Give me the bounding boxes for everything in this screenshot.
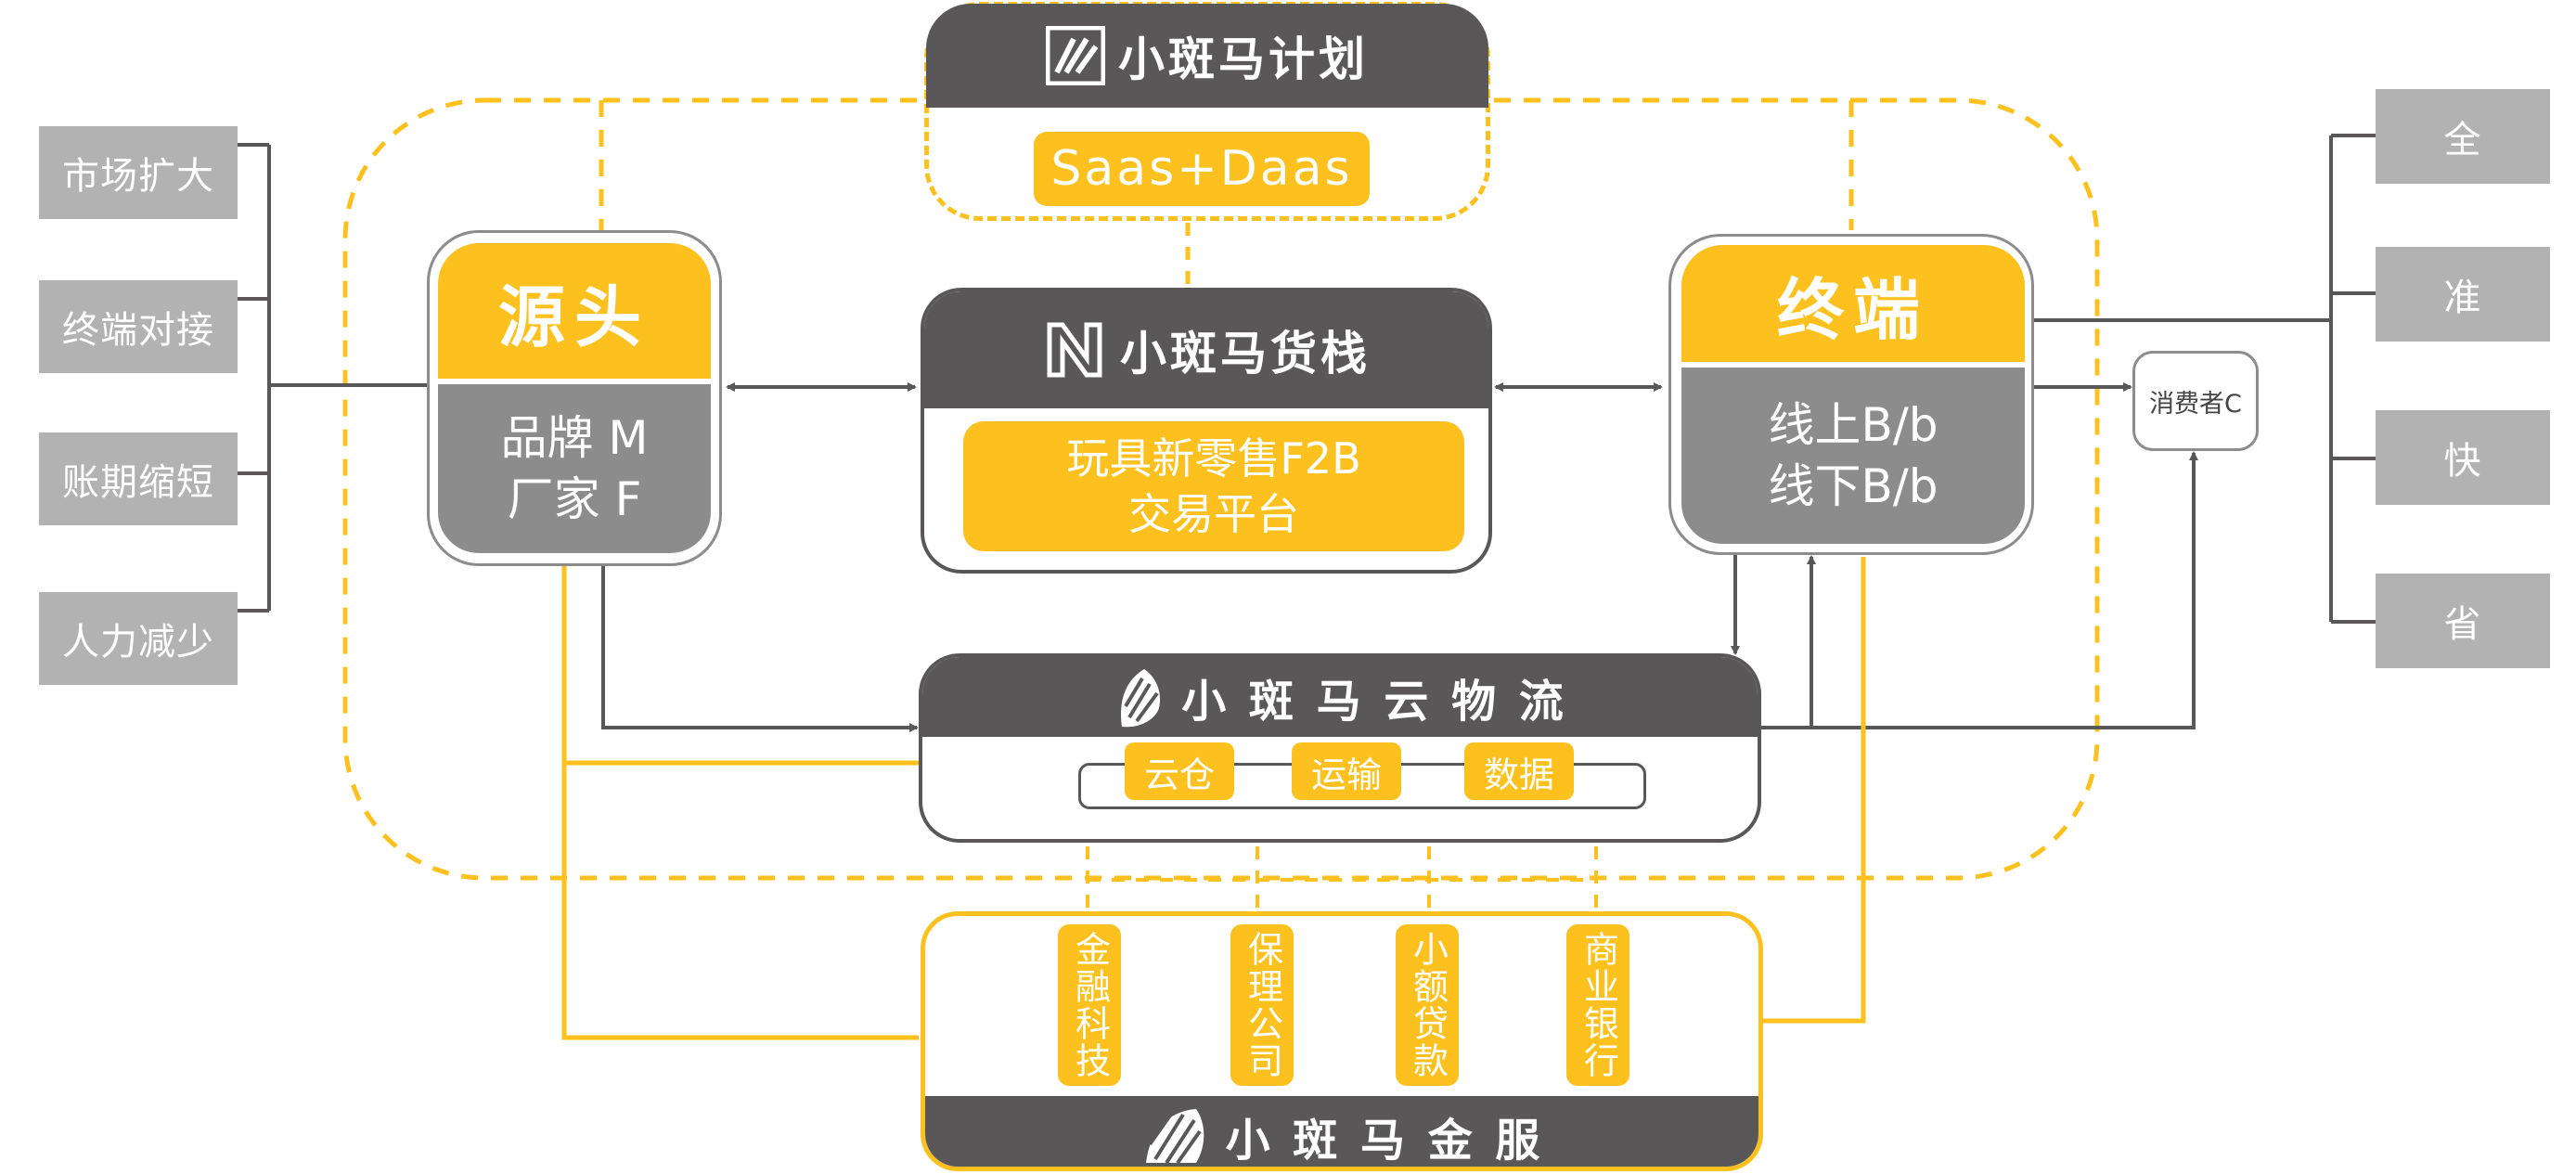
shelf-line-platform: 交易平台 (1128, 489, 1299, 539)
source-line-brand: 品牌 M (500, 411, 649, 465)
left-label-labor: 人力减少 (39, 592, 238, 685)
finance-panel: 小 斑 马 金 服 (921, 911, 1763, 1171)
right-label-accurate: 准 (2376, 247, 2550, 342)
terminal-title: 终端 (1681, 245, 2025, 368)
left-label-terminal: 终端对接 (39, 280, 238, 373)
finance-item-factoring: 保理公司 (1230, 924, 1294, 1086)
terminal-line-online: 线上B/b (1768, 398, 1938, 452)
consumer-box: 消费者C (2132, 351, 2259, 451)
tag-transport: 运输 (1292, 742, 1401, 800)
tag-cloud-warehouse: 云仓 (1125, 742, 1234, 800)
finance-item-microloan: 小额贷款 (1396, 924, 1459, 1086)
plan-subtitle: Saas+Daas (1034, 132, 1370, 206)
shelf-title: 小斑马货栈 (1120, 327, 1371, 381)
source-title: 源头 (438, 243, 711, 384)
right-label-save: 省 (2376, 574, 2550, 668)
terminal-block: 终端 线上B/b 线下B/b (1681, 245, 2025, 544)
zebra-logo-icon (1046, 26, 1105, 85)
plan-title: 小斑马计划 (1118, 32, 1369, 86)
left-label-market: 市场扩大 (39, 126, 238, 219)
logistics-panel: 小 斑 马 云 物 流 (919, 653, 1761, 843)
zebra-stripes-icon (1145, 1109, 1204, 1165)
source-line-factory: 厂家 F (507, 472, 642, 526)
right-label-fast: 快 (2376, 410, 2550, 505)
logistics-title: 小 斑 马 云 物 流 (1181, 676, 1567, 728)
finance-item-fintech: 金融科技 (1058, 924, 1121, 1086)
shelf-platform: 玩具新零售F2B 交易平台 (963, 421, 1464, 551)
shelf-logo-icon (1047, 322, 1102, 378)
finance-item-bank: 商业银行 (1566, 924, 1629, 1086)
terminal-line-offline: 线下B/b (1768, 459, 1938, 513)
dashed-loop (342, 97, 2100, 881)
left-label-payment: 账期缩短 (39, 432, 238, 525)
source-block: 源头 品牌 M 厂家 F (438, 243, 711, 553)
shelf-line-retail: 玩具新零售F2B (1066, 433, 1361, 484)
right-label-full: 全 (2376, 89, 2550, 184)
zebra-head-icon (1121, 669, 1161, 728)
tag-data: 数据 (1464, 742, 1574, 800)
finance-title: 小 斑 马 金 服 (1225, 1115, 1544, 1167)
plan-header: 小斑马计划 (926, 4, 1488, 108)
